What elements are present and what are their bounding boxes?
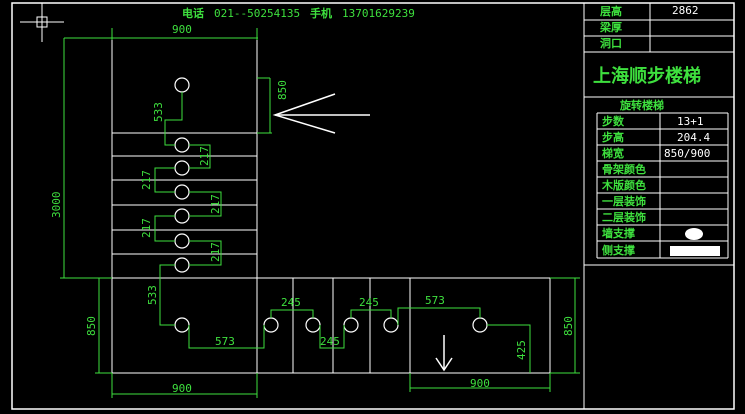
- dim-bottom-900-right: 900: [470, 377, 490, 390]
- dimension-lines: [60, 28, 580, 398]
- info-value-floor-height: 2862: [672, 4, 699, 17]
- spec-value-steps: 13+1: [677, 115, 704, 128]
- spec-label-floor1-decor: 一层装饰: [602, 194, 646, 208]
- dim-850-right: 850: [276, 80, 289, 100]
- spec-label-stair-width: 梯宽: [602, 146, 624, 160]
- dim-245-b: 245: [320, 335, 340, 348]
- drawing-frame: [11, 2, 735, 410]
- side-support-symbol: [670, 246, 720, 256]
- dim-3000: 3000: [50, 192, 63, 219]
- up-arrow-icon: [272, 93, 370, 134]
- info-panel: [583, 3, 734, 409]
- spec-label-steps: 步数: [602, 114, 625, 128]
- spec-table: 步数 13+1 步高 204.4 梯宽 850/900 骨架颜色 木版颜色 一层…: [596, 112, 729, 259]
- dim-217-b: 217: [140, 170, 153, 190]
- spec-label-side-support: 侧支撑: [602, 243, 635, 257]
- dim-245-a: 245: [281, 296, 301, 309]
- spec-label-wood-color: 木版颜色: [601, 178, 646, 192]
- dim-245-c: 245: [359, 296, 379, 309]
- dim-850-left: 850: [85, 316, 98, 336]
- dim-573-left: 573: [215, 335, 235, 348]
- dim-573-right: 573: [425, 294, 445, 307]
- dim-533-bottom: 533: [146, 285, 159, 305]
- info-label-opening: 洞口: [600, 36, 622, 50]
- dim-533-top: 533: [152, 102, 165, 122]
- dim-217-e: 217: [209, 242, 222, 262]
- mobile-number: 13701629239: [342, 7, 415, 20]
- stair-type: 旋转楼梯: [619, 98, 664, 112]
- phone-number: 021--50254135: [214, 7, 300, 20]
- info-label-floor-height: 层高: [599, 4, 622, 18]
- dim-850-far-right: 850: [562, 316, 575, 336]
- spec-label-wall-support: 墙支撑: [602, 226, 635, 240]
- mobile-label: 手机: [310, 6, 332, 20]
- spec-label-step-height: 步高: [602, 130, 624, 144]
- info-label-beam-thickness: 梁厚: [599, 20, 622, 34]
- spec-value-step-height: 204.4: [677, 131, 710, 144]
- header-contact: 电话 021--50254135 手机 13701629239: [182, 6, 415, 20]
- phone-label: 电话: [182, 6, 204, 20]
- info-table-top: 层高 2862 梁厚 洞口: [584, 4, 734, 50]
- spec-value-stair-width: 850/900: [664, 147, 710, 160]
- dim-bottom-900-left: 900: [172, 382, 192, 395]
- spec-label-frame-color: 骨架颜色: [602, 162, 646, 176]
- dim-top-900: 900: [172, 23, 192, 36]
- dim-217-d: 217: [140, 218, 153, 238]
- dim-217-a: 217: [198, 146, 211, 166]
- company-name: 上海顺步楼梯: [593, 65, 701, 87]
- dim-217-c: 217: [209, 194, 222, 214]
- dim-425: 425: [515, 340, 528, 360]
- dimension-labels: 900 850 533 217 217 217 217 217 3000 533…: [50, 23, 575, 395]
- spec-label-floor2-decor: 二层装饰: [602, 210, 646, 224]
- wall-support-symbol: [685, 228, 703, 240]
- down-arrow-icon: [435, 335, 453, 372]
- crosshair-cursor-icon: [20, 3, 64, 42]
